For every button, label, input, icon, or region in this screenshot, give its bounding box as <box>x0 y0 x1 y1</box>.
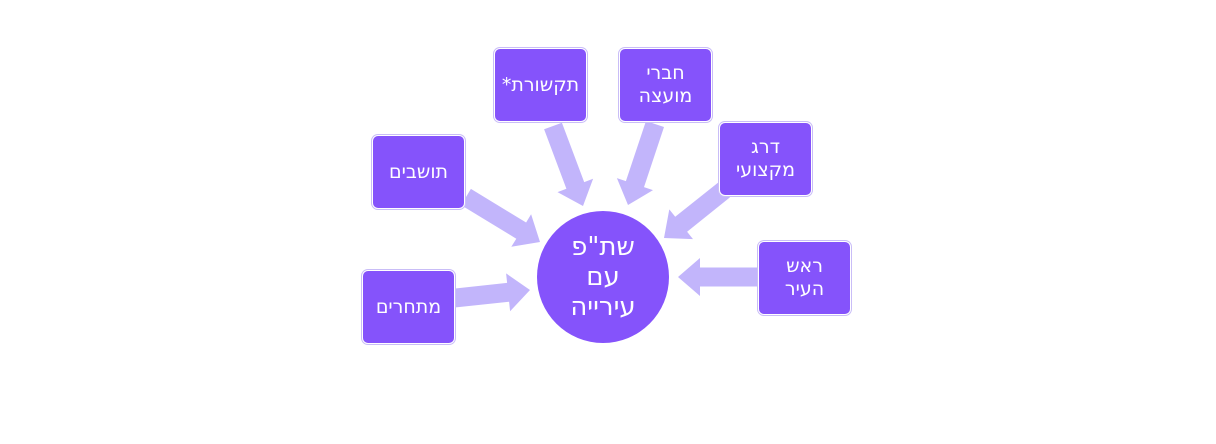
node-council: חברי מועצה <box>619 48 712 122</box>
arrow-competitors-to-center <box>454 273 530 312</box>
node-competitors: מתחרים <box>362 270 455 344</box>
node-council-line-1: חברי <box>646 62 685 84</box>
node-council-line-2: מועצה <box>638 85 693 107</box>
node-professional-line-2: מקצועי <box>736 159 795 181</box>
center-line-3: עירייה <box>570 292 636 322</box>
node-professional-line-1: דרג <box>751 136 780 158</box>
node-professional: דרג מקצועי <box>719 122 812 196</box>
arrow-mayor-to-center <box>678 258 757 296</box>
arrow-media-to-center <box>544 122 594 206</box>
node-media: תקשורת* <box>494 48 587 122</box>
node-residents: תושבים <box>372 135 465 209</box>
arrow-residents-to-center <box>461 188 540 247</box>
node-competitors-line-1: מתחרים <box>375 295 442 318</box>
node-mayor-line-1: ראש <box>786 255 823 277</box>
center-circle: שת"פ עם עירייה <box>537 211 669 343</box>
arrow-professional-to-center <box>664 182 730 240</box>
arrow-council-to-center <box>616 121 664 205</box>
node-mayor-line-2: העיר <box>784 278 825 300</box>
node-residents-line-1: תושבים <box>389 160 448 183</box>
center-line-1: שת"פ <box>571 232 635 262</box>
node-mayor: ראש העיר <box>758 241 851 315</box>
center-line-2: עם <box>586 262 620 292</box>
node-media-line-1: תקשורת* <box>501 73 580 96</box>
